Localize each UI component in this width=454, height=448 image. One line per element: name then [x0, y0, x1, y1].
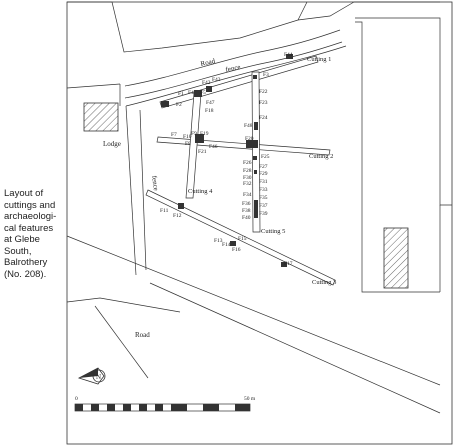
feature-label: F11	[160, 208, 169, 214]
feature-label: F33	[259, 187, 268, 193]
scale-end-label: 50 m	[244, 396, 256, 402]
map-frame	[66, 1, 453, 445]
road-top-label: Road	[200, 57, 217, 68]
north-arrow: N	[77, 367, 106, 385]
scale-start-label: 0	[75, 396, 78, 402]
feature-labels: F44 F3 F42 F43 F1 F2 F4 F5 F47 F18 F22 F…	[160, 52, 293, 267]
caption-line: Balrothery	[4, 257, 48, 268]
cutting-5-trench	[251, 71, 261, 233]
feature-label: F17	[284, 261, 293, 267]
feature-label: F23	[259, 100, 268, 106]
feature-label: F10	[183, 134, 192, 140]
feature-label: F13	[214, 238, 223, 244]
lodge-building	[83, 102, 119, 132]
feature-label: F42	[202, 80, 211, 86]
fence-top-label: fence	[225, 63, 241, 74]
feature-label: F47	[206, 100, 215, 106]
feature-label: F5	[200, 90, 206, 96]
cutting-5-label: Cutting 5	[261, 228, 285, 235]
feature-label: F2	[176, 102, 182, 108]
feature-label: F21	[198, 149, 207, 155]
feature-label: F27	[259, 164, 268, 170]
feature-label: F30	[243, 175, 252, 181]
caption-line: archaeologi-	[4, 211, 57, 222]
cutting-1-label: Cutting 1	[307, 56, 331, 63]
cutting-2-label: Cutting 2	[309, 153, 333, 160]
feature-label: F24	[259, 115, 268, 121]
feature-label: F34	[243, 192, 252, 198]
feature-label: F16	[232, 247, 241, 253]
feature-label: F19	[200, 131, 209, 137]
cutting-3-trench	[145, 189, 336, 286]
feature-label: F14	[222, 242, 231, 248]
road-top	[124, 29, 343, 99]
feature-label: F12	[173, 213, 182, 219]
feature-label: F4	[188, 90, 194, 96]
feature-label: F48	[244, 123, 253, 129]
feature-label: F3	[263, 72, 269, 78]
feature-label: F32	[243, 181, 252, 187]
feature-marks	[161, 54, 293, 267]
caption-line: cuttings and	[4, 199, 56, 211]
feature-label: F36	[242, 201, 251, 207]
feature-label: F7	[171, 132, 177, 138]
fence-left-label: fence	[150, 175, 160, 191]
feature-label: F46	[209, 144, 218, 150]
feature-label: F25	[261, 154, 270, 160]
feature-label: F39	[259, 211, 268, 217]
caption-line: cal features	[4, 222, 54, 234]
feature-label: F31	[259, 179, 268, 185]
feature-label: F8	[185, 141, 191, 147]
caption-line: Layout of	[4, 188, 44, 199]
caption-line: (No. 208).	[4, 268, 47, 280]
caption-line: at Glebe	[4, 234, 40, 245]
feature-label: F20	[245, 136, 254, 142]
feature-label: F15	[238, 236, 247, 242]
scale-bar: 0 50 m	[74, 396, 256, 412]
north-letter: N	[96, 373, 101, 381]
cutting-4-label: Cutting 4	[188, 188, 213, 195]
feature-label: F40	[242, 215, 251, 221]
building-right	[383, 227, 409, 289]
feature-label: F37	[259, 203, 268, 209]
feature-label: F35	[259, 195, 268, 201]
figure-caption: Layout of cuttings and archaeologi- cal …	[4, 188, 74, 280]
road-bottom-label: Road	[135, 331, 150, 339]
feature-label: F44	[284, 52, 293, 58]
cutting-3-label: Cutting 3	[312, 279, 336, 286]
fence-lines	[125, 45, 347, 276]
feature-label: F28	[243, 168, 252, 174]
feature-label: F38	[242, 208, 251, 214]
feature-label: F9	[191, 131, 197, 137]
caption-line: South,	[4, 245, 32, 257]
feature-label: F22	[259, 89, 268, 95]
feature-label: F18	[205, 108, 214, 114]
lodge-label: Lodge	[103, 140, 121, 148]
field-boundaries	[67, 1, 452, 293]
feature-label: F43	[212, 77, 221, 83]
feature-label: F29	[259, 171, 268, 177]
feature-label: F1	[178, 91, 184, 97]
feature-label: F26	[243, 160, 252, 166]
